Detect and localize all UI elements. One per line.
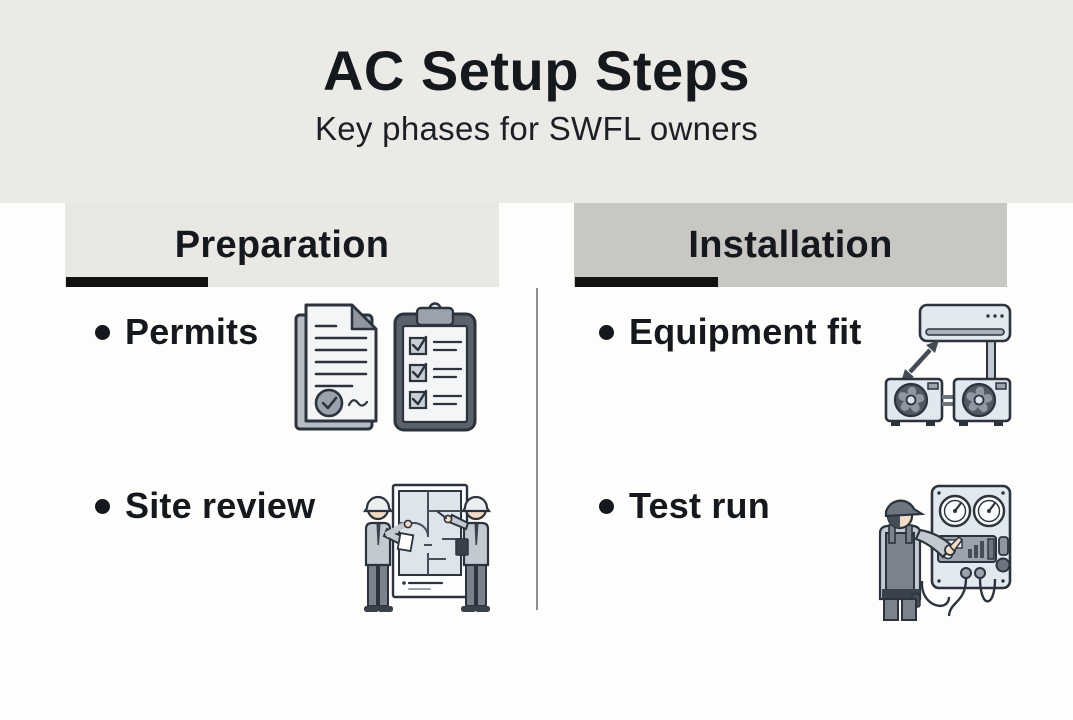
installation-underline-bar (575, 277, 718, 287)
installation-title: Installation (688, 223, 893, 266)
item-label-equipment-fit: Equipment fit (629, 311, 862, 352)
site-review-workers-icon (356, 481, 498, 619)
title-band: AC Setup Steps Key phases for SWFL owner… (0, 0, 1073, 203)
page-title: AC Setup Steps (322, 39, 751, 102)
column-header-installation: Installation (574, 203, 1007, 287)
list-item-test-run: Test run (599, 482, 770, 530)
ac-indoor-outdoor-units-icon (884, 301, 1016, 437)
list-item-permits: Permits (95, 308, 258, 356)
bullet-dot (95, 498, 110, 514)
list-item-site-review: Site review (95, 482, 315, 530)
item-label-permits: Permits (125, 311, 259, 352)
technician-gauge-panel-icon (862, 481, 1014, 623)
preparation-underline-bar (66, 277, 208, 287)
bullet-dot (95, 324, 110, 340)
list-item-equipment-fit: Equipment fit (599, 308, 862, 356)
permit-documents-icon (289, 299, 481, 437)
column-divider-line (536, 288, 538, 610)
bullet-dot (599, 498, 614, 514)
column-header-preparation: Preparation (65, 203, 499, 287)
item-label-site-review: Site review (125, 485, 316, 526)
preparation-title: Preparation (174, 223, 390, 266)
bullet-dot (599, 324, 614, 340)
item-label-test-run: Test run (629, 485, 770, 526)
page-subtitle: Key phases for SWFL owners (314, 109, 759, 147)
